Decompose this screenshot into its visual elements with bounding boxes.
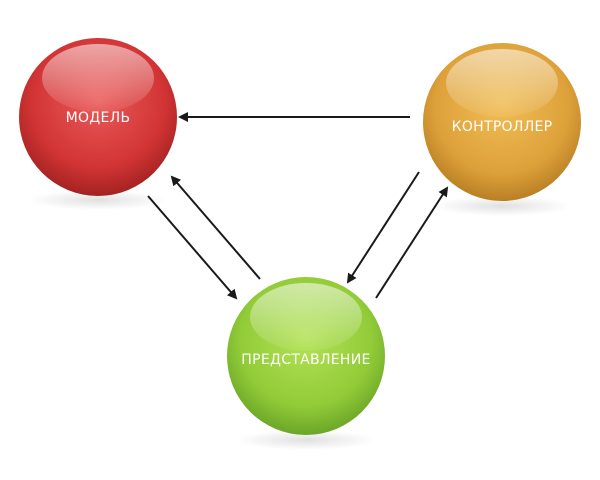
view-label: ПРЕДСТАВЛЕНИЕ (241, 352, 370, 368)
node-controller: КОНТРОЛЛЕР (423, 43, 581, 201)
node-view: ПРЕДСТАВЛЕНИЕ (227, 277, 385, 435)
arrow-view-to-model (170, 175, 261, 280)
view-highlight (250, 283, 362, 351)
arrow-controller-to-view (346, 171, 420, 284)
controller-shadow (432, 196, 572, 216)
view-shadow (236, 430, 376, 450)
model-highlight (42, 44, 154, 112)
arrow-view-to-controller (375, 186, 449, 299)
node-model: МОДЕЛЬ (19, 38, 177, 196)
arrow-model-to-view (147, 195, 238, 300)
model-shadow (28, 190, 168, 210)
controller-label: КОНТРОЛЛЕР (452, 119, 553, 135)
model-label: МОДЕЛЬ (66, 110, 131, 126)
controller-highlight (446, 49, 558, 117)
